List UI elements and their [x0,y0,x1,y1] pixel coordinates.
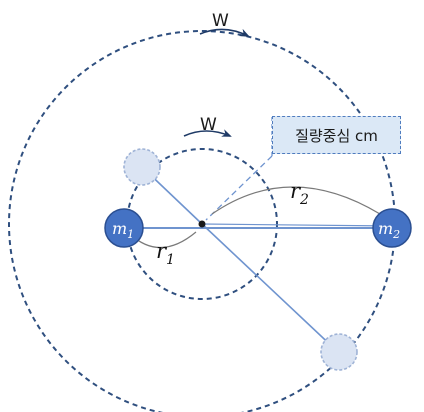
center-of-mass-label-box: 질량중심 cm [272,116,401,154]
ghost-mass-upper [123,148,161,186]
inner-rotation-arrow [183,129,232,137]
cm-leader-line [205,155,273,221]
mass-m2-label: m2 [378,219,400,241]
ghost-mass-lower [320,333,358,371]
center-of-mass-label: 질량중심 cm [295,126,378,145]
center-of-mass-point [198,220,206,228]
mass-m2 [372,208,412,248]
mass-m1 [104,208,144,248]
radius-r1-label: r1 [156,239,175,268]
outer-rotation-arrow [199,28,250,37]
rod-center-to-ghost-lower [201,223,339,353]
inner-omega-label: W [200,115,217,135]
outer-omega-label: W [212,11,229,31]
rod-center-to-m2-slanted [201,223,394,227]
radius-r2-label: r2 [290,179,309,208]
mass-m1-label: m1 [112,219,134,241]
r2-arc [211,186,381,215]
